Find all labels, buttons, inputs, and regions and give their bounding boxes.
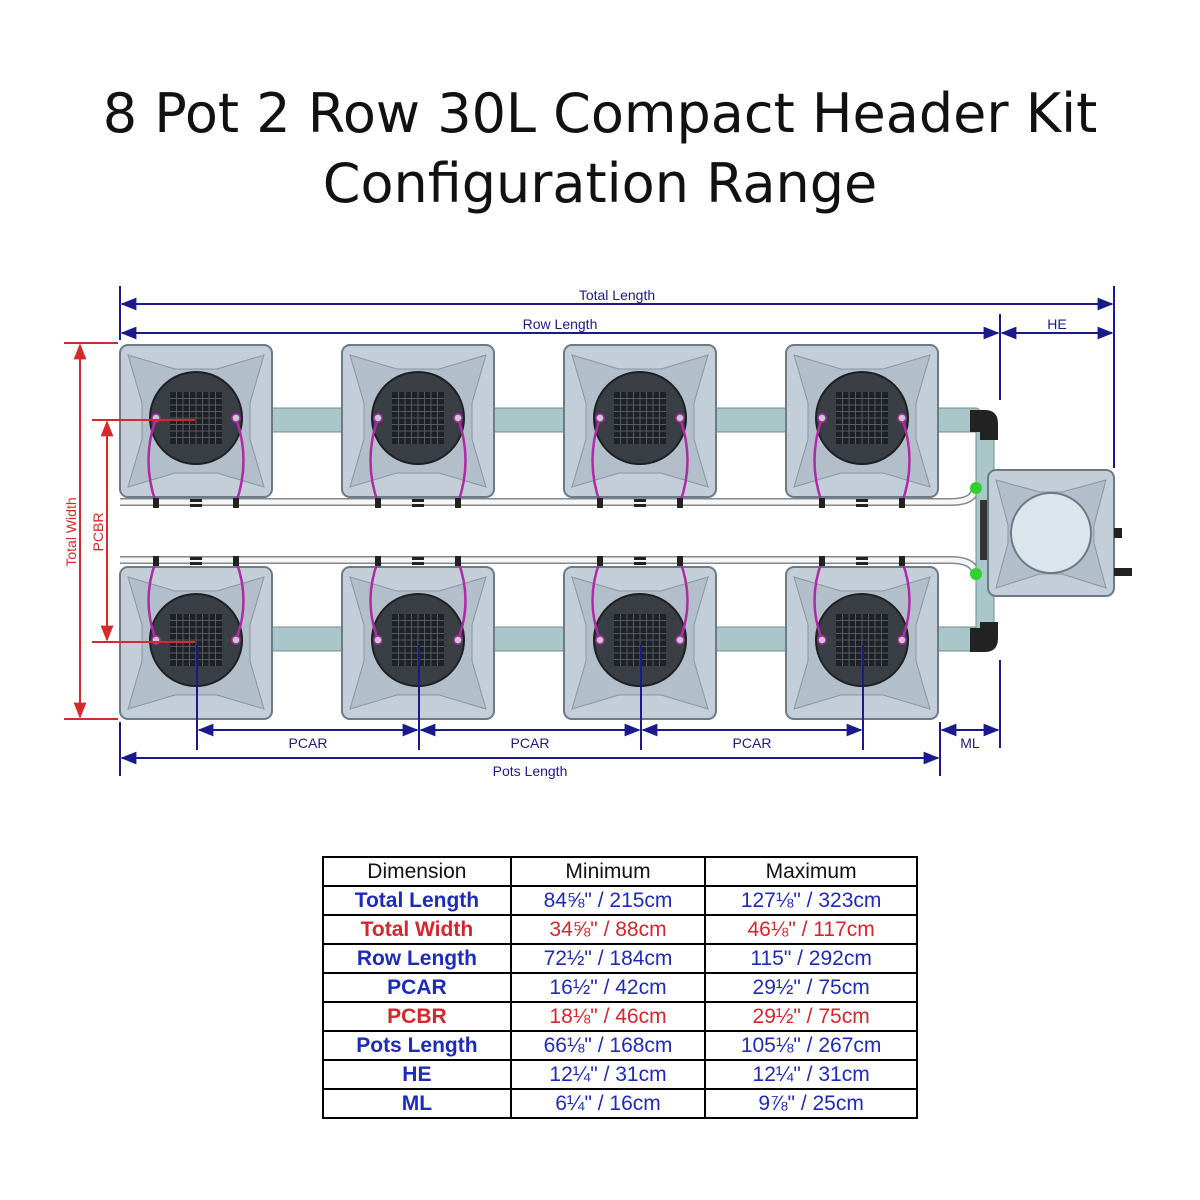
return-hoses: [120, 487, 979, 575]
pot: [785, 556, 939, 720]
minimum-cell: 16½" / 42cm: [509, 972, 707, 1003]
pcar-label: PCAR: [733, 735, 772, 751]
table-row: Pots Length 66⅛" / 168cm 105⅛" / 267cm: [322, 1030, 918, 1061]
column-header: Dimension: [322, 856, 512, 887]
maximum-cell: 29½" / 75cm: [704, 1001, 918, 1032]
table-row: PCAR 16½" / 42cm 29½" / 75cm: [322, 972, 918, 1003]
minimum-cell: 72½" / 184cm: [509, 943, 707, 974]
pcbr-label: PCBR: [90, 513, 106, 552]
connector-icon: [970, 482, 982, 494]
dimension-cell: Pots Length: [322, 1030, 512, 1061]
row-length-label: Row Length: [523, 316, 598, 332]
connector-icon: [970, 568, 982, 580]
dimension-cell: PCAR: [322, 972, 512, 1003]
header-tank: [970, 469, 1132, 597]
table-header-row: Dimension Minimum Maximum: [322, 856, 918, 887]
maximum-cell: 115" / 292cm: [704, 943, 918, 974]
minimum-cell: 12¼" / 31cm: [509, 1059, 707, 1090]
table-row: Row Length 72½" / 184cm 115" / 292cm: [322, 943, 918, 974]
pot-grid: [119, 344, 939, 720]
minimum-cell: 84⅝" / 215cm: [509, 885, 707, 916]
column-header: Maximum: [704, 856, 918, 887]
he-label: HE: [1047, 316, 1066, 332]
pcbr-reference-lines: [92, 419, 195, 643]
configuration-table: Dimension Minimum Maximum Total Length 8…: [322, 856, 918, 1119]
table-row: Total Length 84⅝" / 215cm 127⅛" / 323cm: [322, 885, 918, 916]
dimension-cell: HE: [322, 1059, 512, 1090]
pcar-reference-lines: [196, 645, 864, 750]
minimum-cell: 18⅛" / 46cm: [509, 1001, 707, 1032]
pot: [563, 344, 717, 508]
pcar-label: PCAR: [289, 735, 328, 751]
total-length-label: Total Length: [579, 287, 655, 303]
dimension-cell: Total Width: [322, 914, 512, 945]
table-row: ML 6¼" / 16cm 9⅞" / 25cm: [322, 1088, 918, 1119]
ml-label: ML: [960, 735, 980, 751]
minimum-cell: 34⅝" / 88cm: [509, 914, 707, 945]
column-header: Minimum: [509, 856, 707, 887]
total-width-label: Total Width: [63, 497, 79, 566]
pot: [341, 344, 495, 508]
table-row: HE 12¼" / 31cm 12¼" / 31cm: [322, 1059, 918, 1090]
pots-length-label: Pots Length: [493, 763, 568, 779]
maximum-cell: 12¼" / 31cm: [704, 1059, 918, 1090]
minimum-cell: 6¼" / 16cm: [509, 1088, 707, 1119]
maximum-cell: 9⅞" / 25cm: [704, 1088, 918, 1119]
maximum-cell: 46⅛" / 117cm: [704, 914, 918, 945]
maximum-cell: 29½" / 75cm: [704, 972, 918, 1003]
pcar-label: PCAR: [511, 735, 550, 751]
extension-lines: [119, 286, 1115, 776]
maximum-cell: 105⅛" / 267cm: [704, 1030, 918, 1061]
pot: [119, 556, 273, 720]
pot: [563, 556, 717, 720]
width-extension-lines: [64, 342, 118, 720]
dimension-cell: PCBR: [322, 1001, 512, 1032]
maximum-cell: 127⅛" / 323cm: [704, 885, 918, 916]
configuration-diagram: Total Length Row Length HE PCAR PCAR PCA…: [63, 286, 1132, 779]
dimension-cell: ML: [322, 1088, 512, 1119]
table-row: PCBR 18⅛" / 46cm 29½" / 75cm: [322, 1001, 918, 1032]
pot: [119, 344, 273, 508]
table-row: Total Width 34⅝" / 88cm 46⅛" / 117cm: [322, 914, 918, 945]
page-subtitle: Configuration Range: [322, 152, 878, 215]
minimum-cell: 66⅛" / 168cm: [509, 1030, 707, 1061]
pot: [785, 344, 939, 508]
dimension-cell: Row Length: [322, 943, 512, 974]
page-title: 8 Pot 2 Row 30L Compact Header Kit: [102, 82, 1098, 145]
dimension-cell: Total Length: [322, 885, 512, 916]
